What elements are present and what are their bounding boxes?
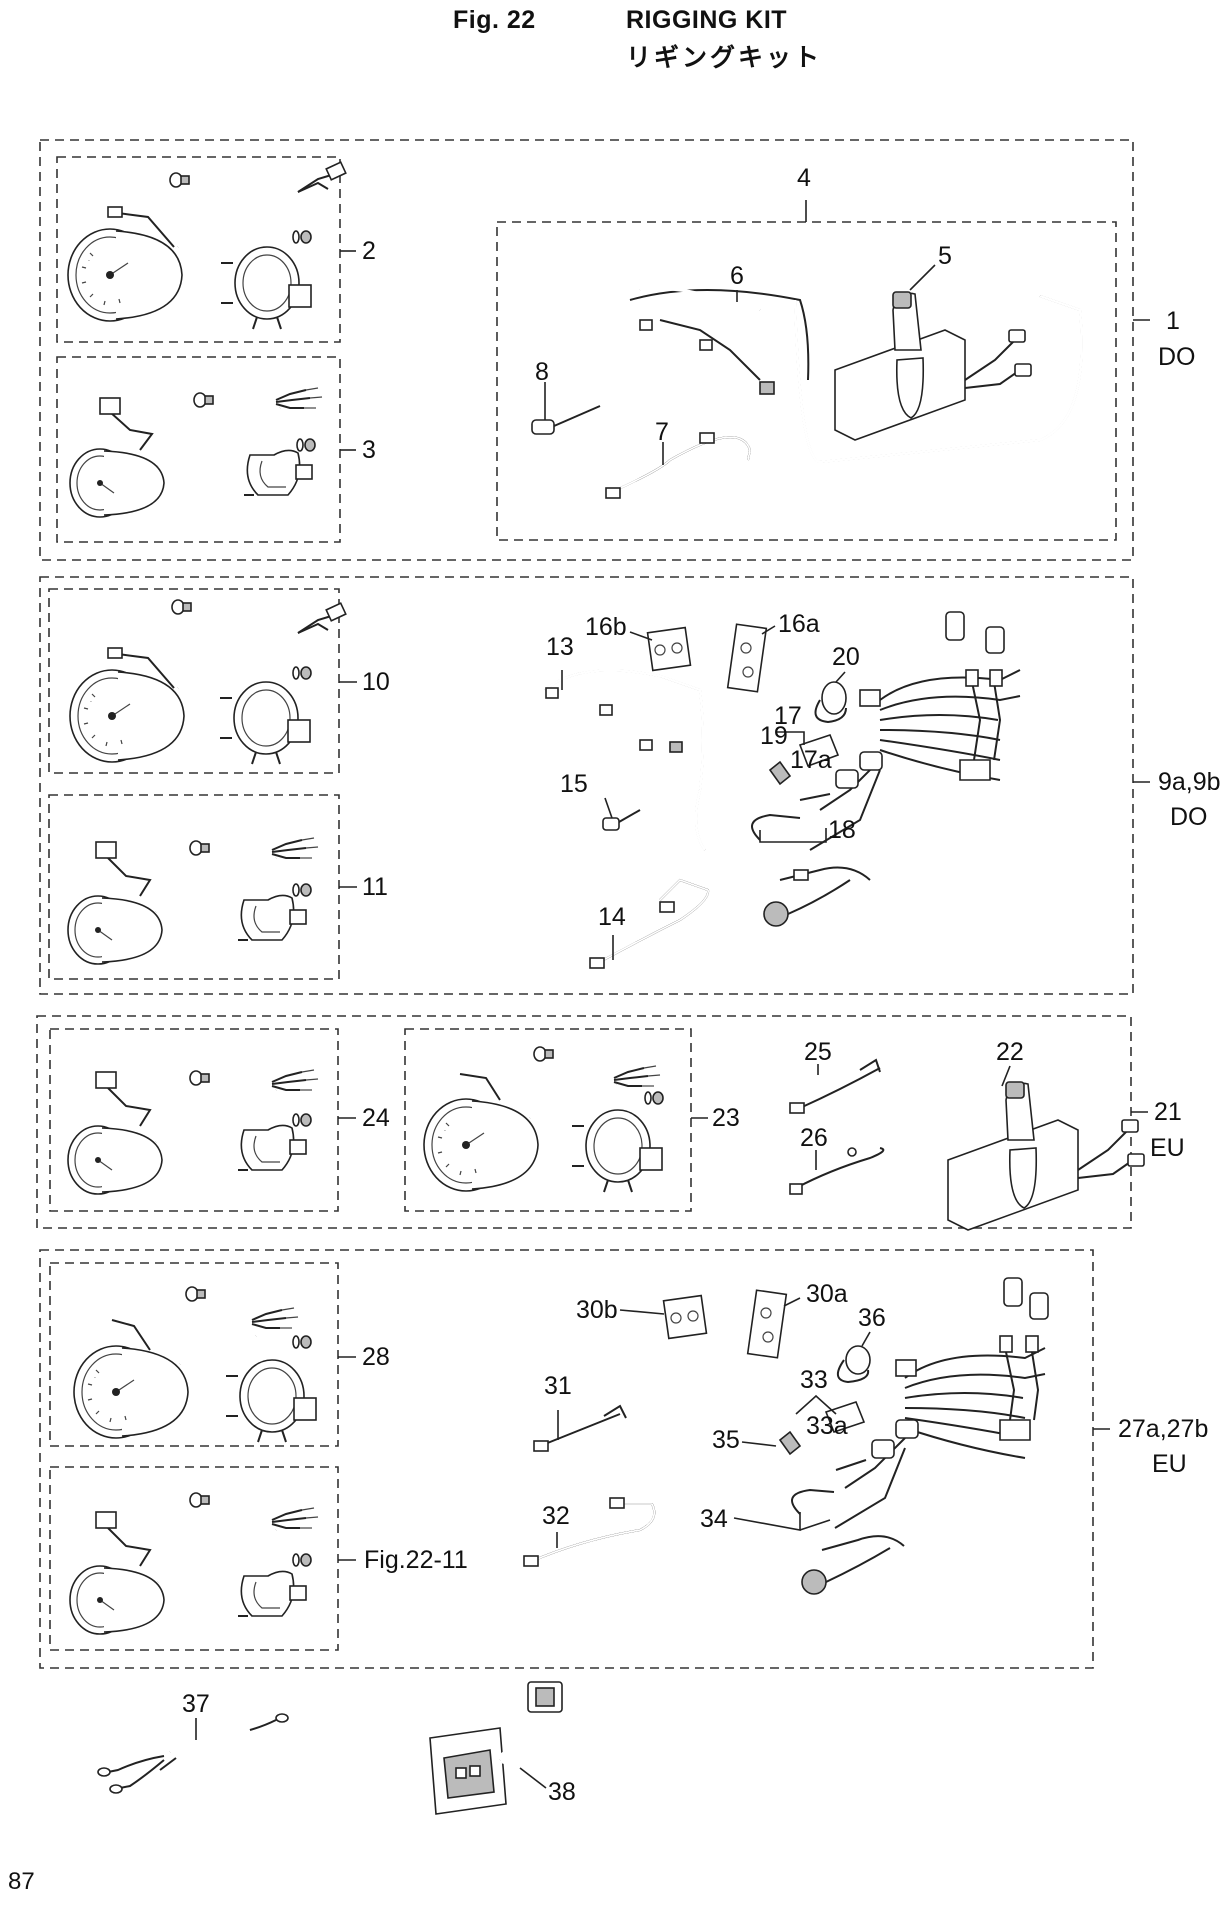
tachometer-gauge [69, 448, 165, 518]
callout-7: 7 [655, 418, 669, 446]
callout-33: 33 [800, 1366, 828, 1394]
callout-30b: 30b [576, 1296, 618, 1324]
kit-fig22-11-box [49, 1466, 339, 1651]
kit-4-box [496, 221, 1117, 541]
callout-17: 17 [774, 702, 802, 730]
callout-23: 23 [712, 1104, 740, 1132]
group-9-region: DO [1170, 803, 1208, 831]
callout-18: 18 [828, 816, 856, 844]
group-1-box [39, 139, 1134, 561]
callout-14: 14 [598, 903, 626, 931]
tachometer-gauge [67, 228, 183, 322]
callout-13: 13 [546, 633, 574, 661]
callout-5: 5 [938, 242, 952, 270]
callout-26: 26 [800, 1124, 828, 1152]
callout-22: 22 [996, 1038, 1024, 1066]
kit-24-box [49, 1028, 339, 1212]
callout-11: 11 [362, 873, 388, 901]
group-1-number: 1 [1166, 307, 1180, 335]
group-27-region: EU [1152, 1450, 1187, 1478]
callout-28: 28 [362, 1343, 390, 1371]
group-21-number: 21 [1154, 1098, 1182, 1126]
plate-16b [646, 626, 692, 672]
callout-31: 31 [544, 1372, 572, 1400]
figure-title: RIGGING KIT [626, 6, 788, 34]
callout-17a: 17a [790, 746, 832, 774]
callout-4: 4 [797, 164, 811, 192]
kit-23-box [404, 1028, 692, 1212]
callout-15: 15 [560, 770, 588, 798]
callout-16a: 16a [778, 610, 820, 638]
kit-2-box [56, 156, 341, 343]
callout-3: 3 [362, 436, 376, 464]
callout-24: 24 [362, 1104, 390, 1132]
callout-33a: 33a [806, 1412, 848, 1440]
mounting-bracket [220, 246, 312, 330]
group-21-region: EU [1150, 1134, 1185, 1162]
part-38-trim-switch-panel [429, 1681, 563, 1815]
group-27-box [39, 1249, 1094, 1669]
part-37-resistor-lead [97, 1713, 289, 1794]
page-number: 87 [8, 1868, 35, 1895]
kit-28-box [49, 1262, 339, 1447]
callout-20: 20 [832, 643, 860, 671]
callout-35: 35 [712, 1426, 740, 1454]
callout-16b: 16b [585, 613, 627, 641]
group-27-number: 27a,27b [1118, 1415, 1208, 1443]
callout-8: 8 [535, 358, 549, 386]
remote-control-box [834, 291, 1032, 441]
group-9-box [39, 576, 1134, 995]
callout-38: 38 [548, 1778, 576, 1806]
callout-10: 10 [362, 668, 390, 696]
callout-37: 37 [182, 1690, 210, 1718]
figure-title-japanese: リギングキット [626, 44, 823, 72]
callout-25: 25 [804, 1038, 832, 1066]
callout-6: 6 [730, 262, 744, 290]
bulb [169, 172, 190, 188]
callout-19: 19 [760, 722, 788, 750]
callout-30a: 30a [806, 1280, 848, 1308]
group-9-number: 9a,9b [1158, 768, 1221, 796]
callout-32: 32 [542, 1502, 570, 1530]
group-1-region: DO [1158, 343, 1196, 371]
kit-10-box [48, 588, 340, 774]
figure-label: Fig. 22 [453, 6, 536, 34]
nut-washer [292, 230, 312, 244]
callout-2: 2 [362, 237, 376, 265]
callout-34: 34 [700, 1505, 728, 1533]
callout-fig22-11: Fig.22-11 [364, 1546, 468, 1574]
callout-36: 36 [858, 1304, 886, 1332]
